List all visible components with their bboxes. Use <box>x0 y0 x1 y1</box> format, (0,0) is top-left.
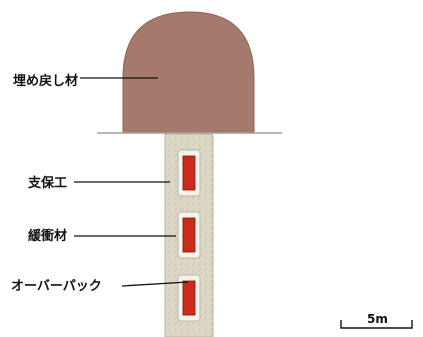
overpack-2 <box>182 217 196 253</box>
label-backfill: 埋め戻し材 <box>13 73 78 89</box>
label-buffer: 緩衝材 <box>28 228 67 244</box>
leader-overpack <box>121 281 189 287</box>
label-overpack: オーバーパック <box>11 279 102 294</box>
waste-package-2 <box>177 211 201 259</box>
backfill-mound <box>122 11 255 134</box>
label-support: 支保工 <box>27 175 67 191</box>
scale-bar-label: 5m <box>367 312 388 326</box>
overpack-1 <box>182 155 196 191</box>
overpack-3 <box>182 280 196 316</box>
waste-package-3 <box>177 274 201 322</box>
waste-package-1 <box>177 149 201 197</box>
scale-bar <box>340 320 413 329</box>
